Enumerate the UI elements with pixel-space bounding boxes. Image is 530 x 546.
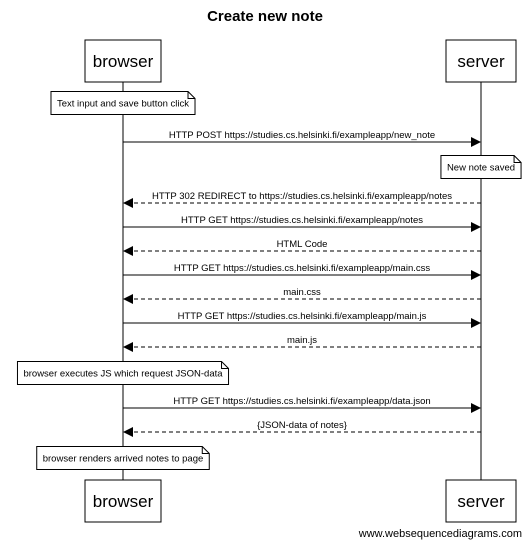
message-3: HTTP 302 REDIRECT to https://studies.cs.… [123,191,481,208]
note-label: Text input and save button click [57,99,189,110]
message-label: HTTP GET https://studies.cs.helsinki.fi/… [174,263,430,274]
message-4: HTTP GET https://studies.cs.helsinki.fi/… [123,215,481,232]
message-label: HTML Code [277,239,328,250]
note-fold [513,155,522,163]
message-12: {JSON-data of notes} [123,420,481,437]
message-5: HTML Code [123,239,481,256]
diagram-title: Create new note [207,8,323,25]
note-2: New note saved [440,155,522,179]
note-label: browser renders arrived notes to page [43,454,204,465]
note-13: browser renders arrived notes to page [36,446,210,470]
footer-credit: www.websequencediagrams.com [358,528,522,540]
note-box [16,361,230,385]
participant-browser-bottom: browser [84,479,162,523]
message-11: HTTP GET https://studies.cs.helsinki.fi/… [123,396,481,413]
note-fold [187,91,196,99]
message-label: {JSON-data of notes} [257,420,347,431]
message-label: main.js [287,335,317,346]
message-7: main.css [123,287,481,304]
note-fold [221,361,229,369]
note-label: browser executes JS which request JSON-d… [23,369,223,380]
note-fold [201,446,210,454]
message-6: HTTP GET https://studies.cs.helsinki.fi/… [123,263,481,280]
participant-label: browser [93,492,154,511]
participant-server-bottom: server [445,479,517,523]
participant-label: server [457,52,505,71]
participant-server-top: server [445,39,517,83]
message-label: HTTP 302 REDIRECT to https://studies.cs.… [152,191,452,202]
participant-browser-top: browser [84,39,162,83]
message-9: main.js [123,335,481,352]
message-label: HTTP GET https://studies.cs.helsinki.fi/… [173,396,430,407]
note-label: New note saved [447,163,515,174]
note-10: browser executes JS which request JSON-d… [16,361,230,385]
message-1: HTTP POST https://studies.cs.helsinki.fi… [123,130,481,147]
note-0: Text input and save button click [50,91,196,115]
note-box [36,446,210,470]
note-box [440,155,522,179]
message-label: HTTP GET https://studies.cs.helsinki.fi/… [178,311,427,322]
participant-label: server [457,492,505,511]
message-8: HTTP GET https://studies.cs.helsinki.fi/… [123,311,481,328]
note-box [50,91,196,115]
message-label: main.css [283,287,321,298]
participant-label: browser [93,52,154,71]
message-label: HTTP GET https://studies.cs.helsinki.fi/… [181,215,423,226]
message-label: HTTP POST https://studies.cs.helsinki.fi… [169,130,435,141]
